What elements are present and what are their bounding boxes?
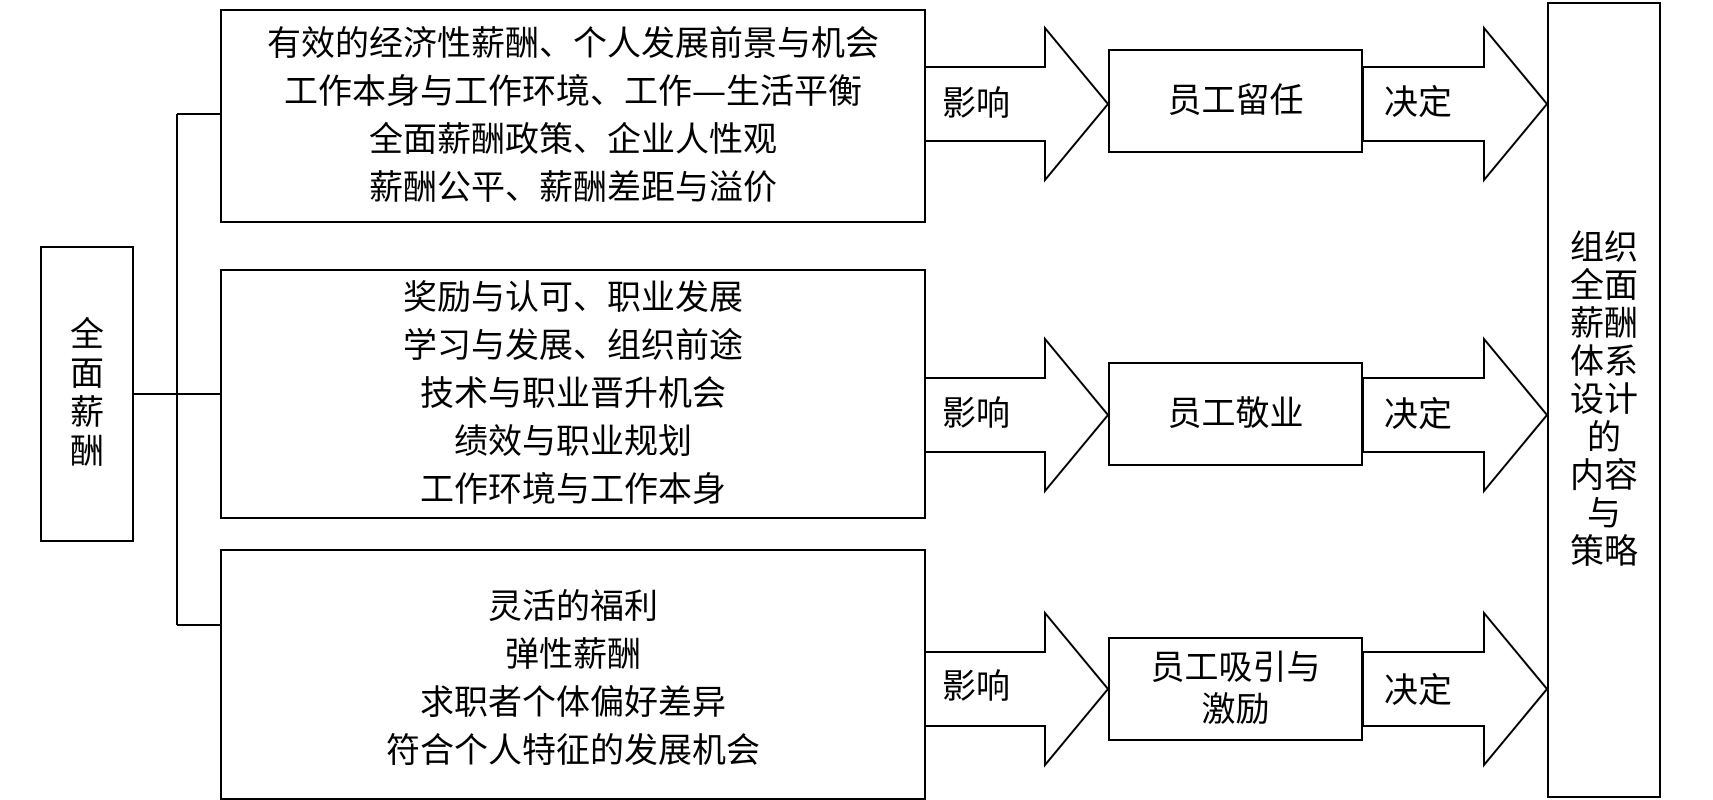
factor-line: 学习与发展、组织前途 xyxy=(403,326,743,366)
strategy-text-line: 内容 xyxy=(1570,456,1638,496)
factor-line: 求职者个体偏好差异 xyxy=(420,682,726,723)
factor-group-1: 有效的经济性薪酬、个人发展前景与机会 工作本身与工作环境、工作—生活平衡 全面薪… xyxy=(220,9,926,223)
strategy-text-line: 的 xyxy=(1587,418,1621,458)
influence-label-2: 影响 xyxy=(942,394,1010,434)
decide-label-3: 决定 xyxy=(1384,671,1452,711)
outcome-label: 激励 xyxy=(1201,690,1270,730)
total-compensation-box: 全面薪酬 xyxy=(40,246,134,542)
factor-line: 绩效与职业规划 xyxy=(454,422,692,462)
strategy-text-line: 组织 xyxy=(1570,228,1638,268)
outcome-label: 员工敬业 xyxy=(1167,394,1304,434)
outcome-box-retention: 员工留任 xyxy=(1108,49,1363,153)
factor-line: 薪酬公平、薪酬差距与溢价 xyxy=(369,168,777,208)
total-compensation-label: 全面薪酬 xyxy=(70,314,104,473)
factor-line: 灵活的福利 xyxy=(488,586,658,627)
decide-label-2: 决定 xyxy=(1384,395,1452,435)
influence-arrow-3 xyxy=(923,610,1110,768)
strategy-text-line: 薪酬 xyxy=(1570,304,1638,344)
outcome-box-attraction: 员工吸引与 激励 xyxy=(1108,637,1363,741)
outcome-label: 员工吸引与 xyxy=(1150,648,1321,688)
strategy-text-line: 体系 xyxy=(1570,342,1638,382)
outcome-label: 员工留任 xyxy=(1167,81,1304,121)
decide-arrow-3 xyxy=(1362,610,1549,768)
strategy-text-line: 设计 xyxy=(1570,380,1638,420)
decide-arrow-2 xyxy=(1362,336,1549,494)
outcome-box-engagement: 员工敬业 xyxy=(1108,362,1363,466)
factor-line: 弹性薪酬 xyxy=(505,634,641,675)
factor-line: 有效的经济性薪酬、个人发展前景与机会 xyxy=(267,24,879,64)
influence-arrow-1 xyxy=(923,25,1110,183)
influence-label-1: 影响 xyxy=(942,84,1010,124)
strategy-text-line: 策略 xyxy=(1570,532,1638,572)
influence-label-3: 影响 xyxy=(942,667,1010,707)
factor-line: 工作本身与工作环境、工作—生活平衡 xyxy=(284,72,862,112)
factor-group-3: 灵活的福利 弹性薪酬 求职者个体偏好差异 符合个人特征的发展机会 xyxy=(220,549,926,800)
strategy-text-line: 全面 xyxy=(1570,266,1638,306)
influence-arrow-2 xyxy=(923,336,1110,494)
organization-strategy-box: 组织 全面 薪酬 体系 设计 的 内容 与 策略 xyxy=(1547,2,1661,798)
factor-line: 符合个人特征的发展机会 xyxy=(386,730,760,771)
strategy-text-line: 与 xyxy=(1587,494,1621,534)
decide-arrow-1 xyxy=(1362,25,1549,183)
decide-label-1: 决定 xyxy=(1384,83,1452,123)
factor-line: 技术与职业晋升机会 xyxy=(420,374,726,414)
factor-line: 全面薪酬政策、企业人性观 xyxy=(369,120,777,160)
factor-line: 工作环境与工作本身 xyxy=(420,470,726,510)
factor-group-2: 奖励与认可、职业发展 学习与发展、组织前途 技术与职业晋升机会 绩效与职业规划 … xyxy=(220,269,926,519)
factor-line: 奖励与认可、职业发展 xyxy=(403,278,743,318)
